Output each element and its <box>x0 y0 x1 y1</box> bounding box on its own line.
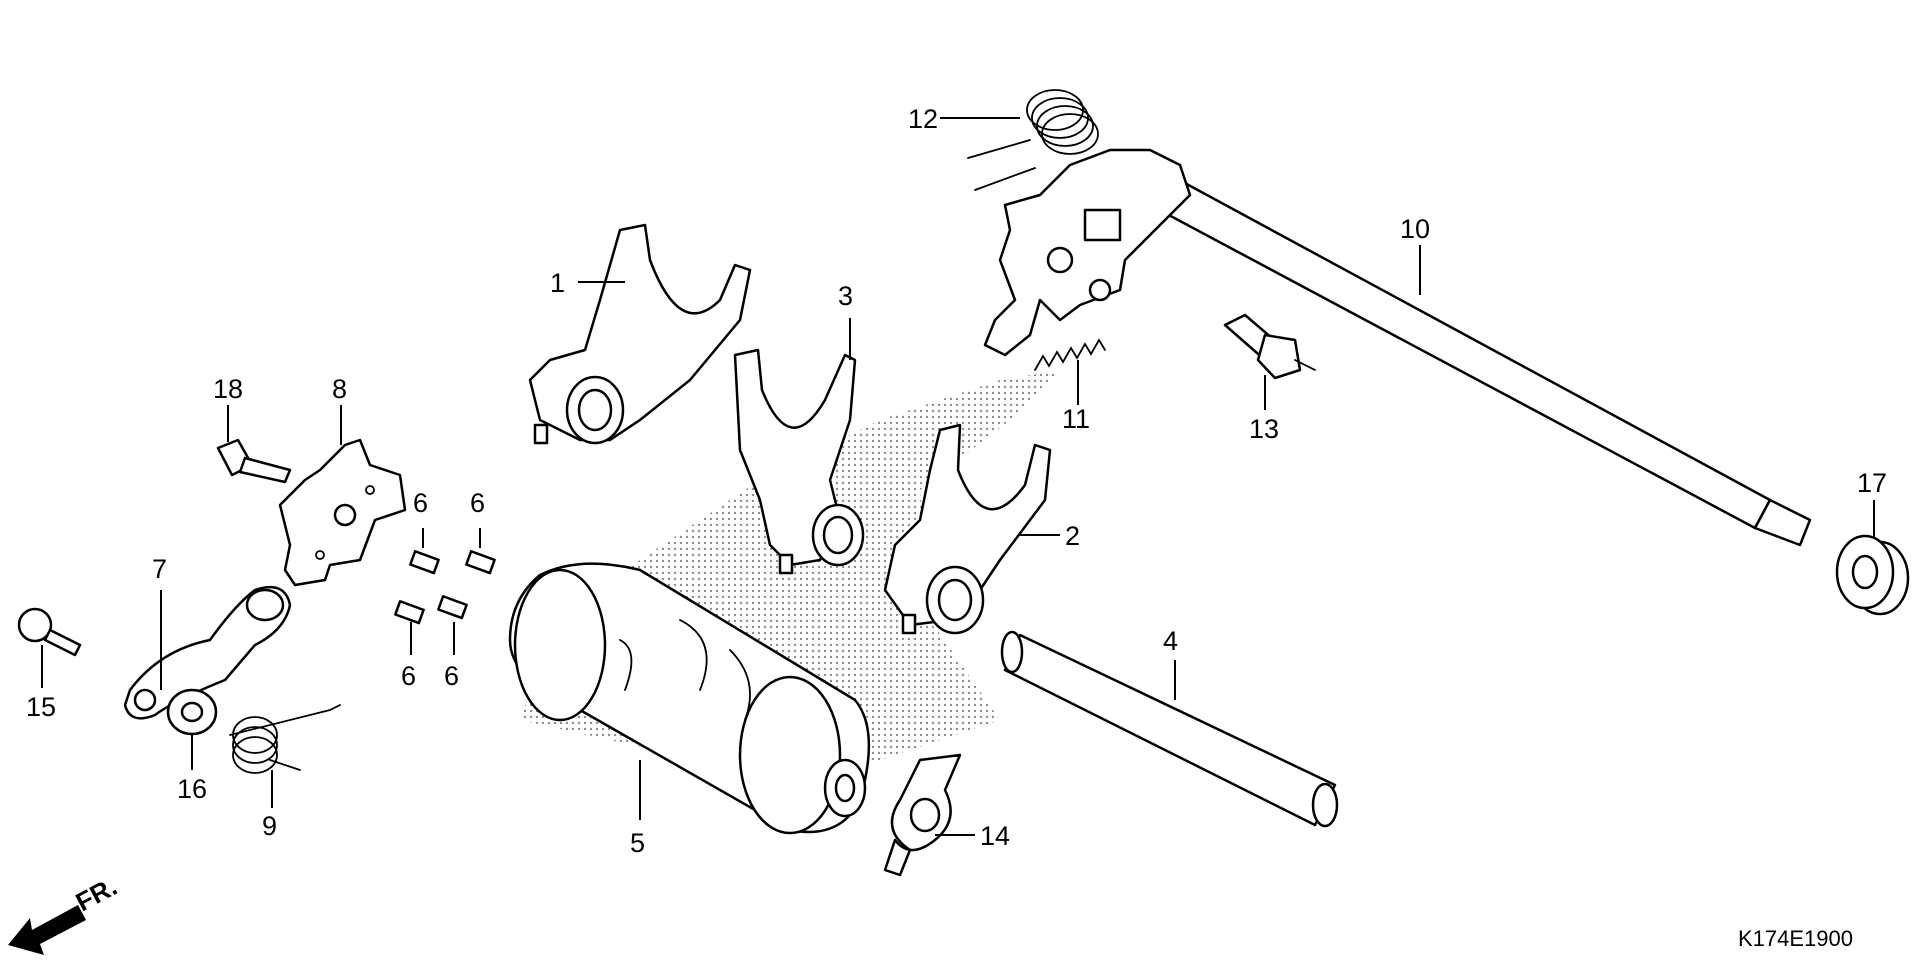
part-13-bolt <box>1223 313 1316 380</box>
callout-16: 16 <box>177 774 207 804</box>
part-10-shift-spindle <box>983 148 1812 547</box>
part-1-shift-fork <box>528 223 752 445</box>
callout-15: 15 <box>26 692 56 722</box>
part-17-oil-seal <box>1835 534 1910 616</box>
callout-10: 10 <box>1400 214 1430 244</box>
callout-18: 18 <box>213 374 243 404</box>
callout-6a: 6 <box>413 488 428 518</box>
callout-4: 4 <box>1163 626 1178 656</box>
callout-labels: 1 2 3 4 5 6 6 6 6 7 8 9 10 11 12 13 14 1… <box>26 104 1887 858</box>
callout-12: 12 <box>908 104 938 134</box>
callout-3: 3 <box>838 281 853 311</box>
part-6-dowel-pins <box>394 550 496 625</box>
callout-5: 5 <box>630 828 645 858</box>
part-18-bolt <box>216 438 292 484</box>
callout-14: 14 <box>980 821 1010 851</box>
part-8-drum-center <box>278 438 407 587</box>
front-direction-arrow: FR. <box>8 871 122 955</box>
arrow-icon <box>8 905 86 955</box>
callout-1: 1 <box>550 268 565 298</box>
callout-11: 11 <box>1062 404 1090 434</box>
callout-6c: 6 <box>401 661 416 691</box>
part-14-guide-plate <box>883 753 962 877</box>
part-15-bolt <box>17 607 82 657</box>
callout-9: 9 <box>262 811 277 841</box>
part-5-shift-drum <box>508 562 871 835</box>
callout-8: 8 <box>332 374 347 404</box>
drawing-code: K174E1900 <box>1738 926 1853 951</box>
part-4-fork-shaft <box>1000 630 1339 828</box>
part-16-washer <box>166 688 218 736</box>
part-12-return-spring <box>967 89 1099 191</box>
leader-lines <box>41 117 1875 836</box>
part-2-shift-fork <box>883 423 1052 635</box>
part-9-stopper-spring <box>229 704 341 774</box>
callout-2: 2 <box>1065 521 1080 551</box>
callout-7: 7 <box>152 554 167 584</box>
part-3-shift-fork <box>733 348 865 575</box>
callout-17: 17 <box>1857 468 1887 498</box>
callout-6b: 6 <box>470 488 485 518</box>
callout-13: 13 <box>1249 414 1279 444</box>
callout-6d: 6 <box>444 661 459 691</box>
part-7-stopper-arm <box>123 585 292 720</box>
part-11-spring <box>1034 338 1106 371</box>
